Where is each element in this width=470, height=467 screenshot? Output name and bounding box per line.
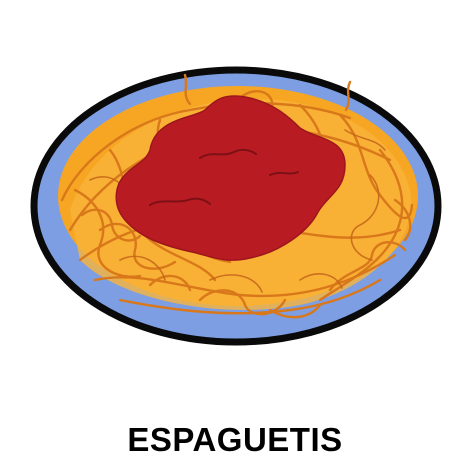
tomato-sauce-icon <box>115 95 346 261</box>
spaghetti-plate-icon <box>30 66 442 346</box>
caption-label: ESPAGUETIS <box>127 421 343 458</box>
